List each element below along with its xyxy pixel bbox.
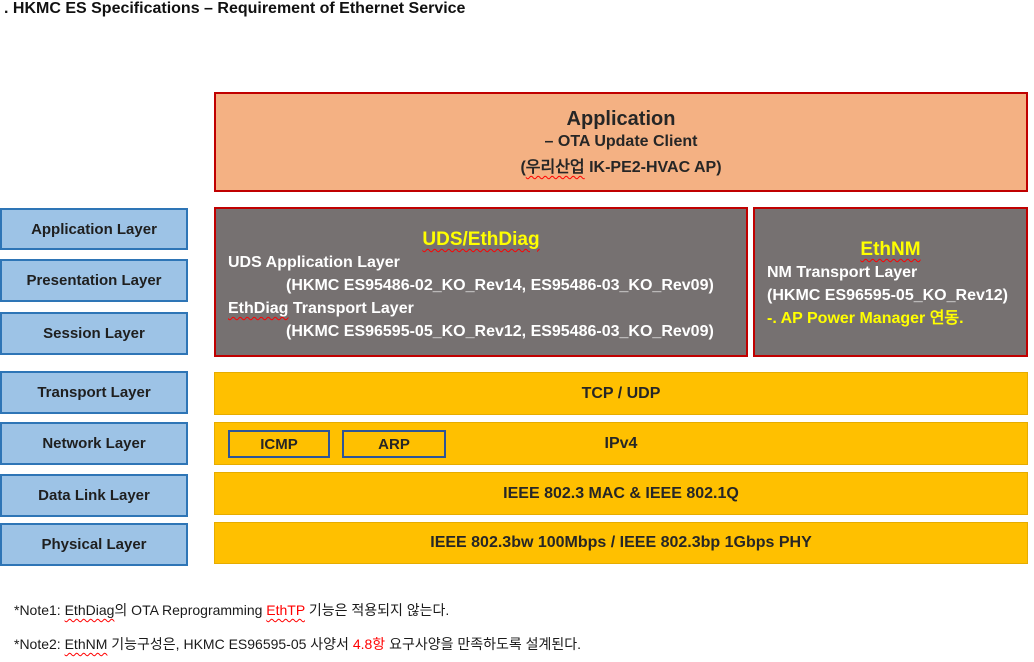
datalink-band: IEEE 802.3 MAC & IEEE 802.1Q <box>214 472 1028 515</box>
uds-line1: UDS Application Layer <box>228 254 400 271</box>
uds-title: UDS/EthDiag <box>422 229 540 250</box>
uds-ethdiag-block: UDS/EthDiag UDS Application Layer (HKMC … <box>214 207 748 357</box>
osi-layer-presentation: Presentation Layer <box>0 259 188 302</box>
uds-line3: EthDiag Transport Layer <box>228 300 414 317</box>
physical-band: IEEE 802.3bw 100Mbps / IEEE 802.3bp 1Gbp… <box>214 522 1028 564</box>
transport-band: TCP / UDP <box>214 372 1028 415</box>
arp-box: ARP <box>342 430 446 458</box>
ethnm-line2: (HKMC ES96595-05_KO_Rev12) <box>767 287 1008 304</box>
ipv4-label: IPv4 <box>604 434 638 452</box>
uds-line4: (HKMC ES96595-05_KO_Rev12, ES95486-03_KO… <box>286 323 714 340</box>
osi-layer-network: Network Layer <box>0 422 188 465</box>
osi-layer-application: Application Layer <box>0 208 188 250</box>
application-subtitle: – OTA Update Client <box>544 133 698 150</box>
osi-layer-physical: Physical Layer <box>0 523 188 566</box>
ethnm-line3: -. AP Power Manager 연동. <box>767 310 964 327</box>
ethnm-title: EthNM <box>860 239 921 260</box>
osi-layer-transport: Transport Layer <box>0 371 188 414</box>
note-2: *Note2: EthNM 기능구성은, HKMC ES96595-05 사양서… <box>14 636 582 652</box>
application-vendor: (우리산업 IK-PE2-HVAC AP) <box>520 159 722 176</box>
osi-layer-session: Session Layer <box>0 312 188 355</box>
application-block: Application – OTA Update Client (우리산업 IK… <box>214 92 1028 192</box>
application-title: Application <box>566 108 676 130</box>
vendor-korean: 우리산업 <box>525 159 585 176</box>
icmp-box: ICMP <box>228 430 330 458</box>
ethnm-line1: NM Transport Layer <box>767 264 918 281</box>
uds-line2: (HKMC ES95486-02_KO_Rev14, ES95486-03_KO… <box>286 277 714 294</box>
page-title: . HKMC ES Specifications – Requirement o… <box>4 0 466 17</box>
osi-layer-datalink: Data Link Layer <box>0 474 188 517</box>
network-band: IPv4 <box>214 422 1028 465</box>
note-1: *Note1: EthDiag의 OTA Reprogramming EthTP… <box>14 602 450 618</box>
ethnm-block: EthNM NM Transport Layer (HKMC ES96595-0… <box>753 207 1028 357</box>
